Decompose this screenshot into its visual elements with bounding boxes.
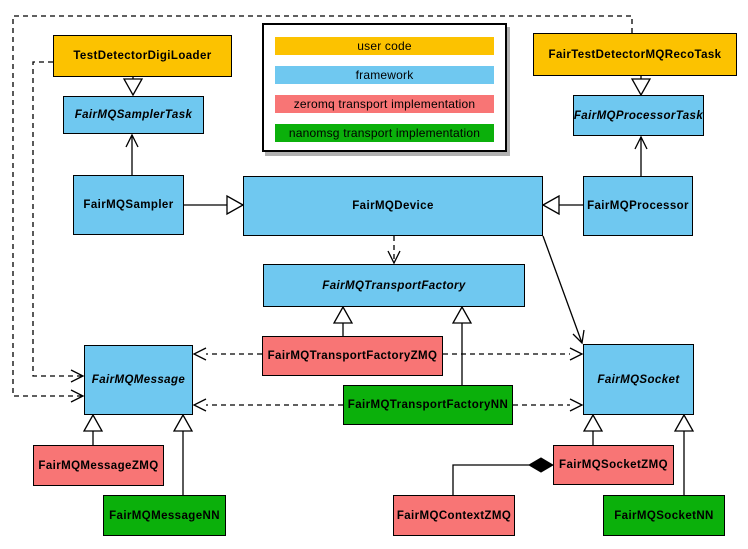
edge-dependency-tddl-message [32, 61, 85, 383]
class-box-fairmqmessage: FairMQMessage [84, 345, 193, 415]
class-label: FairMQSocket [597, 373, 680, 386]
class-label: FairMQProcessor [587, 200, 689, 212]
class-box-fairmqcontextzmq: FairMQContextZMQ [393, 495, 515, 536]
legend-item-zeromq: zeromq transport implementation [275, 95, 494, 113]
edge-inheritance-tfnn-transportfactory [451, 305, 473, 385]
class-box-fairmqtransportfactory: FairMQTransportFactory [263, 264, 525, 307]
class-label: FairMQSampler [83, 199, 174, 211]
class-label: FairMQTransportFactoryNN [347, 399, 509, 411]
legend-label: framework [355, 68, 414, 82]
class-label: FairMQTransportFactory [322, 279, 466, 292]
class-box-fairmqtransportfactorynn: FairMQTransportFactoryNN [343, 385, 513, 425]
edge-inheritance-tddl-samplertask [122, 77, 144, 97]
class-box-fairmqsampler: FairMQSampler [73, 175, 184, 235]
legend-item-nanomsg: nanomsg transport implementation [275, 124, 494, 142]
legend-label: zeromq transport implementation [293, 97, 476, 111]
class-box-fairmqsocketnn: FairMQSocketNN [603, 495, 725, 536]
edge-inheritance-socketzmq-socket [582, 413, 604, 445]
legend: user code framework zeromq transport imp… [262, 23, 507, 152]
class-box-fairmqsocketzmq: FairMQSocketZMQ [553, 445, 674, 485]
class-box-testdetectordigiloader: TestDetectorDigiLoader [53, 35, 232, 77]
class-label: FairMQSamplerTask [74, 109, 193, 121]
edge-composition-socketzmq-contextzmq [452, 457, 554, 495]
class-label: FairTestDetectorMQRecoTask [548, 48, 722, 61]
edge-inheritance-socketnn-socket [673, 413, 695, 495]
edge-inheritance-recotask-processortask [630, 76, 652, 97]
edge-dependency-recotask-message [12, 15, 633, 403]
edge-dependency-tfzmq-socket [443, 347, 584, 361]
edge-inheritance-processor-device [541, 194, 583, 216]
legend-label: nanomsg transport implementation [288, 126, 481, 140]
class-box-fairmqsocket: FairMQSocket [583, 344, 694, 415]
legend-label: user code [357, 39, 412, 53]
edge-inheritance-sampler-device [184, 194, 245, 216]
class-label: FairMQMessage [91, 374, 186, 386]
class-label: FairMQTransportFactoryZMQ [267, 350, 438, 362]
class-box-fairmqtransportfactoryzmq: FairMQTransportFactoryZMQ [262, 336, 443, 376]
edge-dependency-device-transportfactory [387, 236, 401, 265]
class-label: FairMQDevice [352, 200, 434, 212]
class-box-fairmqmessagezmq: FairMQMessageZMQ [33, 445, 164, 486]
edge-inheritance-tfzmq-transportfactory [332, 305, 354, 336]
class-box-fairmqsamplertask: FairMQSamplerTask [63, 96, 204, 134]
edge-association-device-socket [542, 235, 585, 345]
class-label: TestDetectorDigiLoader [73, 50, 212, 62]
class-label: FairMQContextZMQ [396, 509, 512, 522]
edge-dependency-tfzmq-message [192, 347, 262, 361]
edge-dependency-tfnn-message [192, 398, 343, 412]
class-box-fairmqmessagenn: FairMQMessageNN [103, 495, 226, 536]
class-label: FairMQMessageNN [109, 509, 220, 522]
class-label: FairMQProcessorTask [573, 109, 704, 122]
edge-inheritance-messagezmq-message [82, 413, 104, 445]
class-box-fairmqprocessor: FairMQProcessor [583, 176, 693, 236]
class-label: FairMQSocketNN [614, 509, 714, 522]
class-label: FairMQSocketZMQ [559, 459, 668, 471]
legend-item-user-code: user code [275, 37, 494, 55]
edge-inheritance-messagenn-message [172, 413, 194, 495]
class-box-fairmqdevice: FairMQDevice [243, 176, 543, 236]
edge-association-processor-processortask [634, 135, 648, 176]
class-box-fairtestdetectormqrecotask: FairTestDetectorMQRecoTask [533, 33, 737, 76]
edge-dependency-tfnn-socket [513, 398, 584, 412]
legend-item-framework: framework [275, 66, 494, 84]
class-box-fairmqprocessortask: FairMQProcessorTask [573, 95, 704, 136]
class-label: FairMQMessageZMQ [38, 459, 159, 472]
edge-association-sampler-samplertask [125, 133, 139, 175]
